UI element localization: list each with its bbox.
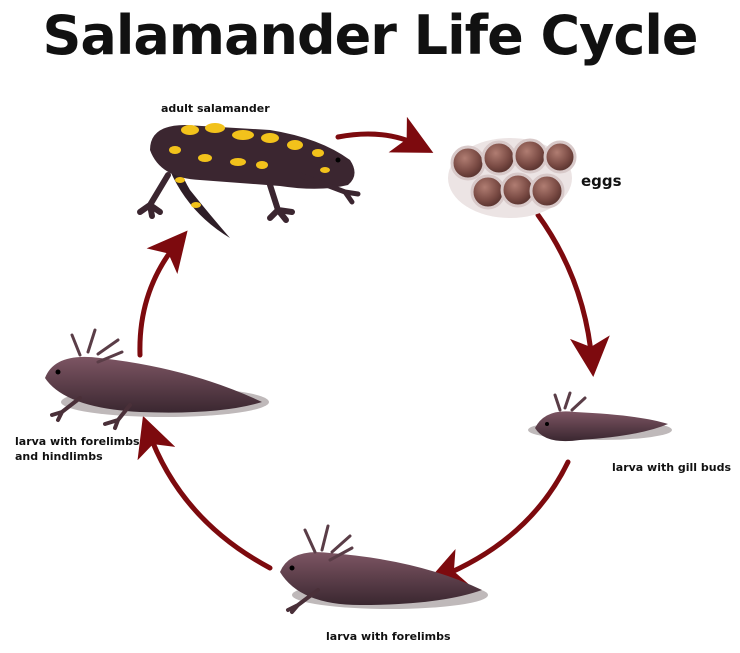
larva-forelimbs-illustration	[280, 524, 488, 614]
cycle-arrows	[137, 116, 610, 586]
label-larva-forelimbs: larva with forelimbs	[326, 630, 451, 643]
label-adult-salamander: adult salamander	[161, 102, 270, 115]
label-eggs: eggs	[581, 172, 622, 190]
adult-salamander-illustration	[137, 123, 361, 238]
label-larva-gill-buds: larva with gill buds	[612, 461, 731, 474]
arrow-eggs-to-gill-larva	[535, 212, 610, 377]
arrow-gill-larva-to-forelimb-larva	[426, 459, 571, 586]
eggs-cluster-illustration	[448, 138, 577, 218]
arrow-adult-to-eggs	[335, 116, 434, 153]
page-title: Salamander Life Cycle	[42, 4, 699, 67]
larva-gill-buds-illustration	[528, 391, 672, 442]
label-larva-hindlimbs: larva with forelimbs and hindlimbs	[15, 435, 143, 463]
larva-hindlimbs-illustration	[45, 328, 269, 430]
arrow-forelimb-larva-to-hindlimb-larva	[137, 415, 273, 571]
arrow-hindlimb-larva-to-adult	[137, 230, 188, 358]
